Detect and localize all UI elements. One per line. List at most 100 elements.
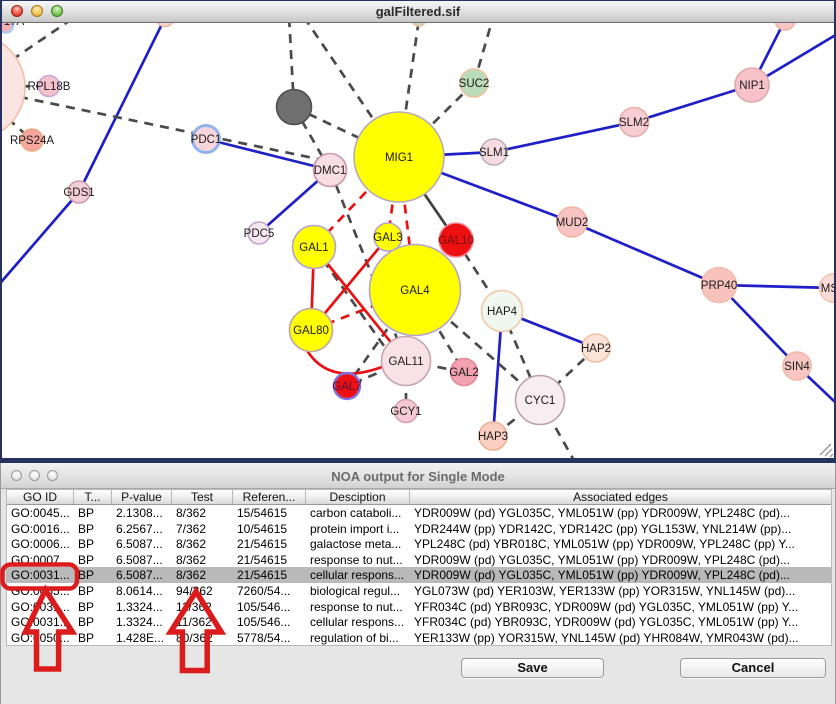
node-pdc5[interactable]: PDC5 bbox=[244, 221, 275, 245]
node-sin4[interactable]: SIN4 bbox=[782, 351, 812, 381]
node-circle-prp40[interactable] bbox=[700, 266, 738, 304]
cell-test[interactable]: 8/362 bbox=[176, 552, 207, 567]
node-cyc1[interactable]: CYC1 bbox=[514, 374, 566, 426]
cell-p_value[interactable]: 6.2567... bbox=[116, 521, 163, 536]
cell-go_id[interactable]: GO:0006... bbox=[11, 537, 70, 552]
cell-associated_edges[interactable]: YDR244W (pp) YDR142C, YDR142C (pp) YGL15… bbox=[414, 521, 792, 536]
edge-hap2-cyc1[interactable] bbox=[539, 347, 597, 401]
node-hap3[interactable]: HAP3 bbox=[478, 421, 508, 451]
node-circle-mig1[interactable] bbox=[353, 111, 445, 203]
cell-go_id[interactable]: GO:0007... bbox=[11, 552, 70, 567]
cell-test[interactable]: 7/362 bbox=[176, 521, 207, 536]
node-circle-dmc1[interactable] bbox=[312, 152, 348, 188]
node-hap4[interactable]: HAP4 bbox=[480, 289, 524, 333]
node-circle-gcy1[interactable] bbox=[393, 398, 419, 424]
node-pdc1[interactable]: PDC1 bbox=[191, 124, 222, 154]
cell-p_value[interactable]: 1.3324... bbox=[116, 599, 163, 614]
edge-bigleft-rps24a[interactable] bbox=[2, 87, 33, 142]
cell-test[interactable]: 11/362 bbox=[176, 615, 212, 630]
cell-p_value[interactable]: 1.3324... bbox=[116, 615, 163, 630]
node-gal7[interactable]: GAL7 bbox=[332, 371, 362, 401]
node-circle-n17a[interactable] bbox=[2, 22, 15, 34]
node-circle-hap4[interactable] bbox=[480, 289, 524, 333]
cell-test[interactable]: 11/362 bbox=[176, 599, 212, 614]
cell-associated_edges[interactable]: YDR009W (pd) YGL035C, YML051W (pp) YDR00… bbox=[414, 568, 790, 583]
node-gal80[interactable]: GAL80 bbox=[288, 307, 334, 353]
cell-description[interactable]: cellular respons... bbox=[310, 568, 405, 583]
node-gal1[interactable]: GAL1 bbox=[291, 224, 337, 270]
cancel-button[interactable]: Cancel bbox=[680, 658, 826, 678]
edge-prp40-sin4[interactable] bbox=[718, 284, 798, 367]
node-dmc1[interactable]: DMC1 bbox=[312, 152, 348, 188]
node-n17a[interactable]: 17A bbox=[2, 22, 25, 34]
node-hap2[interactable]: HAP2 bbox=[581, 333, 611, 363]
cell-type[interactable]: BP bbox=[78, 506, 95, 520]
cell-description[interactable]: biological regul... bbox=[310, 583, 401, 598]
cell-p_value[interactable]: 8.0614... bbox=[116, 583, 163, 598]
cell-test[interactable]: 8/362 bbox=[176, 506, 207, 520]
cell-associated_edges[interactable]: YDR009W (pd) YGL035C, YML051W (pp) YDR00… bbox=[414, 552, 790, 567]
node-topb[interactable] bbox=[774, 22, 796, 31]
node-mud2[interactable]: MUD2 bbox=[556, 206, 589, 238]
cell-reference[interactable]: 10/54615 bbox=[237, 521, 288, 536]
cell-description[interactable]: regulation of bi... bbox=[310, 630, 399, 645]
column-header-associated_edges[interactable]: Associated edges bbox=[573, 490, 668, 504]
node-slm2[interactable]: SLM2 bbox=[618, 106, 650, 138]
node-gds1[interactable]: GDS1 bbox=[63, 180, 95, 204]
cell-p_value[interactable]: 6.5087... bbox=[116, 568, 163, 583]
node-circle-gal3[interactable] bbox=[373, 222, 403, 252]
node-slm1[interactable]: SLM1 bbox=[479, 138, 509, 166]
cell-go_id[interactable]: GO:0050... bbox=[11, 630, 70, 645]
node-gcy1[interactable]: GCY1 bbox=[390, 398, 422, 424]
column-header-reference[interactable]: Referen... bbox=[233, 490, 306, 504]
edge-dmc1-gal11[interactable] bbox=[328, 169, 408, 362]
cell-p_value[interactable]: 6.5087... bbox=[116, 537, 163, 552]
cell-go_id[interactable]: GO:0045... bbox=[11, 506, 70, 520]
node-circle-mud2[interactable] bbox=[556, 206, 588, 238]
cell-associated_edges[interactable]: YGL073W (pd) YER103W, YER133W (pp) YOR31… bbox=[414, 583, 796, 598]
node-circle-sin4[interactable] bbox=[782, 351, 812, 381]
close-button[interactable] bbox=[11, 5, 23, 17]
edge-mud2-prp40[interactable] bbox=[571, 220, 720, 287]
cell-description[interactable]: protein import i... bbox=[310, 521, 400, 536]
cell-description[interactable]: response to nut... bbox=[310, 599, 403, 614]
edge-pdc1-dmc1[interactable] bbox=[205, 137, 331, 172]
node-circle-pdc5[interactable] bbox=[247, 221, 271, 245]
cell-associated_edges[interactable]: YFR034C (pd) YBR093C, YDR009W (pd) YGL03… bbox=[414, 615, 799, 630]
cell-go_id[interactable]: GO:0031... bbox=[11, 568, 70, 583]
node-gal4[interactable]: GAL4 bbox=[368, 243, 462, 337]
node-circle-suc2[interactable] bbox=[459, 68, 489, 98]
node-nip1[interactable]: NIP1 bbox=[734, 67, 770, 103]
cell-test[interactable]: 94/362 bbox=[176, 583, 213, 598]
minimize-button[interactable] bbox=[29, 470, 40, 481]
node-circle-gds1[interactable] bbox=[67, 180, 91, 204]
node-msi[interactable]: MSI bbox=[818, 273, 835, 303]
node-circle-topa[interactable] bbox=[156, 22, 174, 28]
node-circle-bigleft[interactable] bbox=[2, 34, 26, 140]
node-circle-topb[interactable] bbox=[774, 22, 796, 31]
column-header-p_value[interactable]: P-value bbox=[112, 490, 172, 504]
edge-nip1-offscreen[interactable] bbox=[751, 27, 834, 87]
noa-titlebar[interactable]: NOA output for Single Mode bbox=[1, 463, 835, 489]
edge-slm2-nip1[interactable] bbox=[633, 83, 753, 124]
edge-topa-gds1[interactable] bbox=[77, 22, 165, 193]
cell-p_value[interactable]: 6.5087... bbox=[116, 552, 163, 567]
node-circle-slm2[interactable] bbox=[618, 106, 650, 138]
node-circle-rps24a[interactable] bbox=[20, 128, 44, 152]
cell-description[interactable]: galactose meta... bbox=[310, 537, 402, 552]
node-circle-rpl18b[interactable] bbox=[37, 74, 61, 98]
cell-reference[interactable]: 21/54615 bbox=[237, 568, 288, 583]
node-bigleft[interactable] bbox=[2, 34, 26, 140]
node-circle-hap2[interactable] bbox=[581, 333, 611, 363]
network-titlebar[interactable]: galFiltered.sif bbox=[2, 1, 834, 23]
node-circle-msi[interactable] bbox=[818, 273, 835, 303]
cell-p_value[interactable]: 2.1308... bbox=[116, 506, 163, 520]
node-topa[interactable] bbox=[156, 22, 174, 28]
node-circle-pdc1[interactable] bbox=[191, 124, 221, 154]
